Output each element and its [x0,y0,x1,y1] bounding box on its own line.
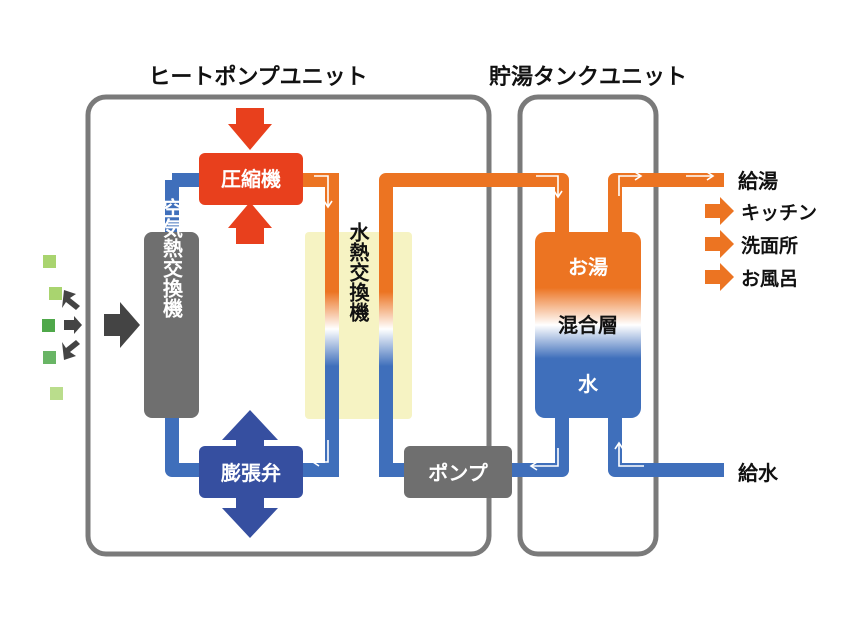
small-arrow-icon [64,316,82,334]
heat-pump-unit-title: ヒートポンプユニット [148,64,367,90]
flow-arrows [311,171,715,471]
water-pipe-exchange [379,236,393,422]
storage-tank-unit-title: 貯湯タンクユニット [489,64,687,90]
pump-label: ポンプ [428,461,488,485]
hot-supply-pipe [608,173,724,236]
pump [404,446,512,498]
water-pipe-from-tank [510,414,569,477]
small-arrow-icon [62,290,80,310]
destination-washroom: 洗面所 [705,230,798,258]
expand-arrow-down-icon [222,494,278,538]
heat-pump-unit-box [85,94,492,557]
expansion-valve-label: 膨張弁 [220,461,281,485]
air-flow-arrows [62,290,140,360]
arrow-right-icon [705,263,734,291]
arrow-right-icon [705,197,734,225]
tank-hot-water-label: お湯 [568,255,608,279]
arrow-right-icon [705,230,734,258]
hot-water-pipe-to-tank [379,173,569,240]
compress-arrow-down-icon [228,108,272,150]
water-heat-exchanger-label: 水熱交換機 [346,222,370,322]
water-pipe-to-pump [379,420,410,477]
refrigerant-pipe-hot [302,173,339,240]
water-supply-label: 給水 [738,461,779,485]
small-arrow-icon [62,340,80,360]
refrigerant-pipe-exchange [325,236,339,422]
expand-arrow-up-icon [222,410,278,452]
destination-label: 洗面所 [741,234,798,257]
large-arrow-icon [104,302,140,348]
compressor-label: 圧縮機 [221,167,281,191]
air-particles [42,255,63,400]
compressor [199,153,303,205]
compress-arrow-up-icon [228,202,272,244]
hot-supply-label: 給湯 [738,169,778,193]
refrigerant-pipe-cold [302,420,339,477]
destination-label: お風呂 [741,268,798,290]
storage-tank-unit-box [517,94,659,557]
expansion-valve [199,446,303,498]
tank-water-label: 水 [578,372,599,396]
destination-label: キッチン [741,202,817,224]
water-supply-pipe [608,414,724,477]
storage-tank [535,232,641,418]
destination-kitchen: キッチン [705,197,817,225]
tank-mixed-layer-label: 混合層 [558,313,618,337]
destination-bath: お風呂 [705,263,798,291]
air-heat-exchanger-label: 空気熱交換機 [160,197,184,318]
air-heat-exchanger [144,232,199,418]
